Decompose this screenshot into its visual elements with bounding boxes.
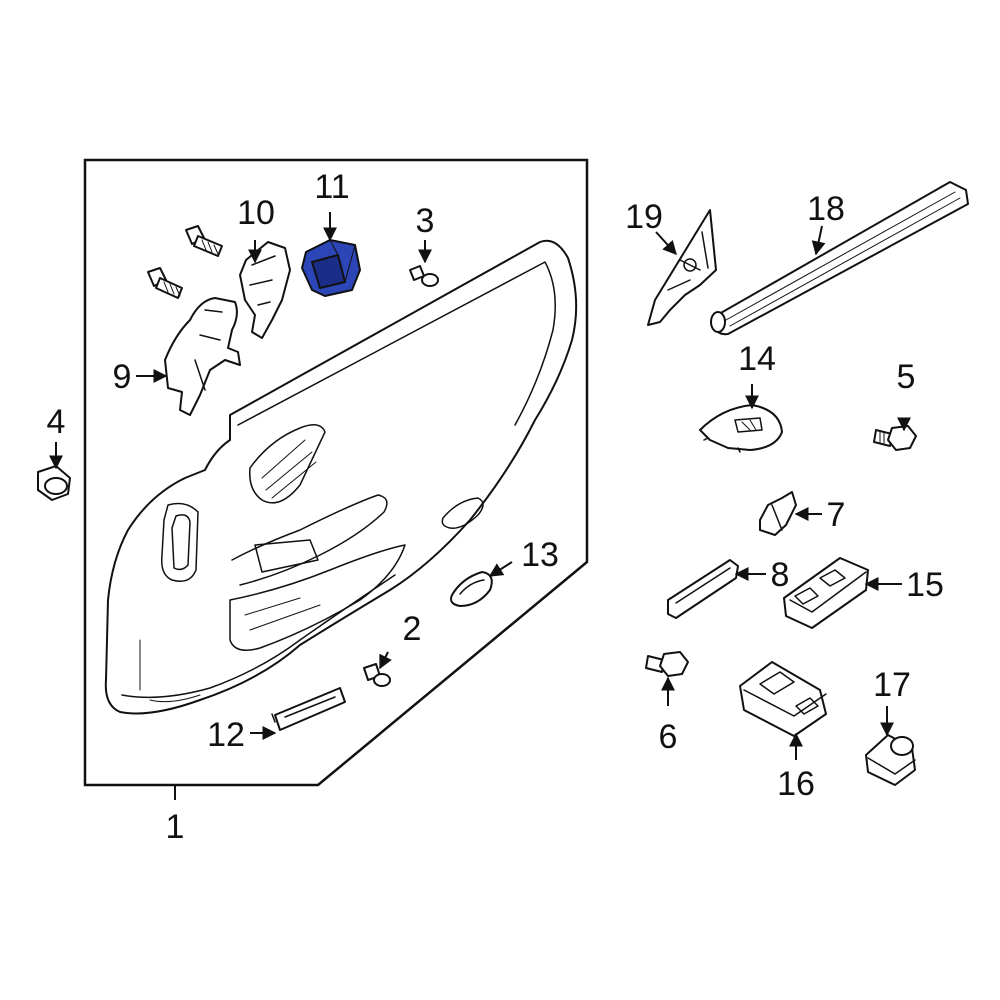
bolt-6[interactable] — [645, 651, 689, 677]
clip-3[interactable] — [409, 265, 439, 287]
callout-2: 2 — [403, 610, 422, 648]
nut-4[interactable] — [37, 465, 71, 501]
callout-8: 8 — [771, 556, 790, 594]
callout-15: 15 — [906, 566, 944, 604]
callout-1: 1 — [166, 808, 185, 846]
callout-7: 7 — [827, 496, 846, 534]
screw-9a[interactable] — [147, 267, 183, 299]
callout-9: 9 — [113, 358, 132, 396]
part-8[interactable] — [667, 559, 739, 619]
callout-3: 3 — [416, 202, 435, 240]
mirror-cover-19[interactable] — [647, 209, 717, 326]
callout-14: 14 — [738, 340, 776, 378]
assembly-frame — [83, 158, 589, 787]
cover-12[interactable] — [271, 687, 346, 731]
callout-17: 17 — [873, 666, 911, 704]
callout-13: 13 — [521, 536, 559, 574]
callout-19: 19 — [625, 198, 663, 236]
leaders — [49, 212, 911, 760]
part-9-bracket[interactable] — [164, 297, 241, 416]
clip-2[interactable] — [363, 663, 391, 687]
weatherstrip-18[interactable] — [710, 181, 969, 336]
callout-6: 6 — [659, 718, 678, 756]
part-7[interactable] — [759, 491, 797, 536]
door-trim-panel[interactable] — [104, 239, 578, 715]
bolt-5[interactable] — [873, 425, 917, 451]
screw-10a[interactable] — [185, 225, 223, 257]
switch-16[interactable] — [739, 661, 827, 737]
callout-11: 11 — [314, 168, 349, 206]
callout-12: 12 — [207, 716, 245, 754]
switch-15[interactable] — [783, 557, 869, 629]
switch-17[interactable] — [865, 734, 916, 786]
part-10-bracket[interactable] — [239, 241, 291, 339]
callout-18: 18 — [807, 190, 845, 228]
switch-bezel-14[interactable] — [699, 404, 783, 453]
callout-4: 4 — [47, 403, 66, 441]
callout-10: 10 — [237, 194, 275, 232]
part-11-highlighted[interactable] — [301, 239, 361, 297]
cover-13[interactable] — [450, 571, 493, 607]
callout-labels: 1 2 3 4 5 6 7 8 9 10 11 12 13 14 15 16 1… — [47, 168, 944, 846]
callout-5: 5 — [897, 358, 916, 396]
callout-16: 16 — [777, 765, 815, 803]
